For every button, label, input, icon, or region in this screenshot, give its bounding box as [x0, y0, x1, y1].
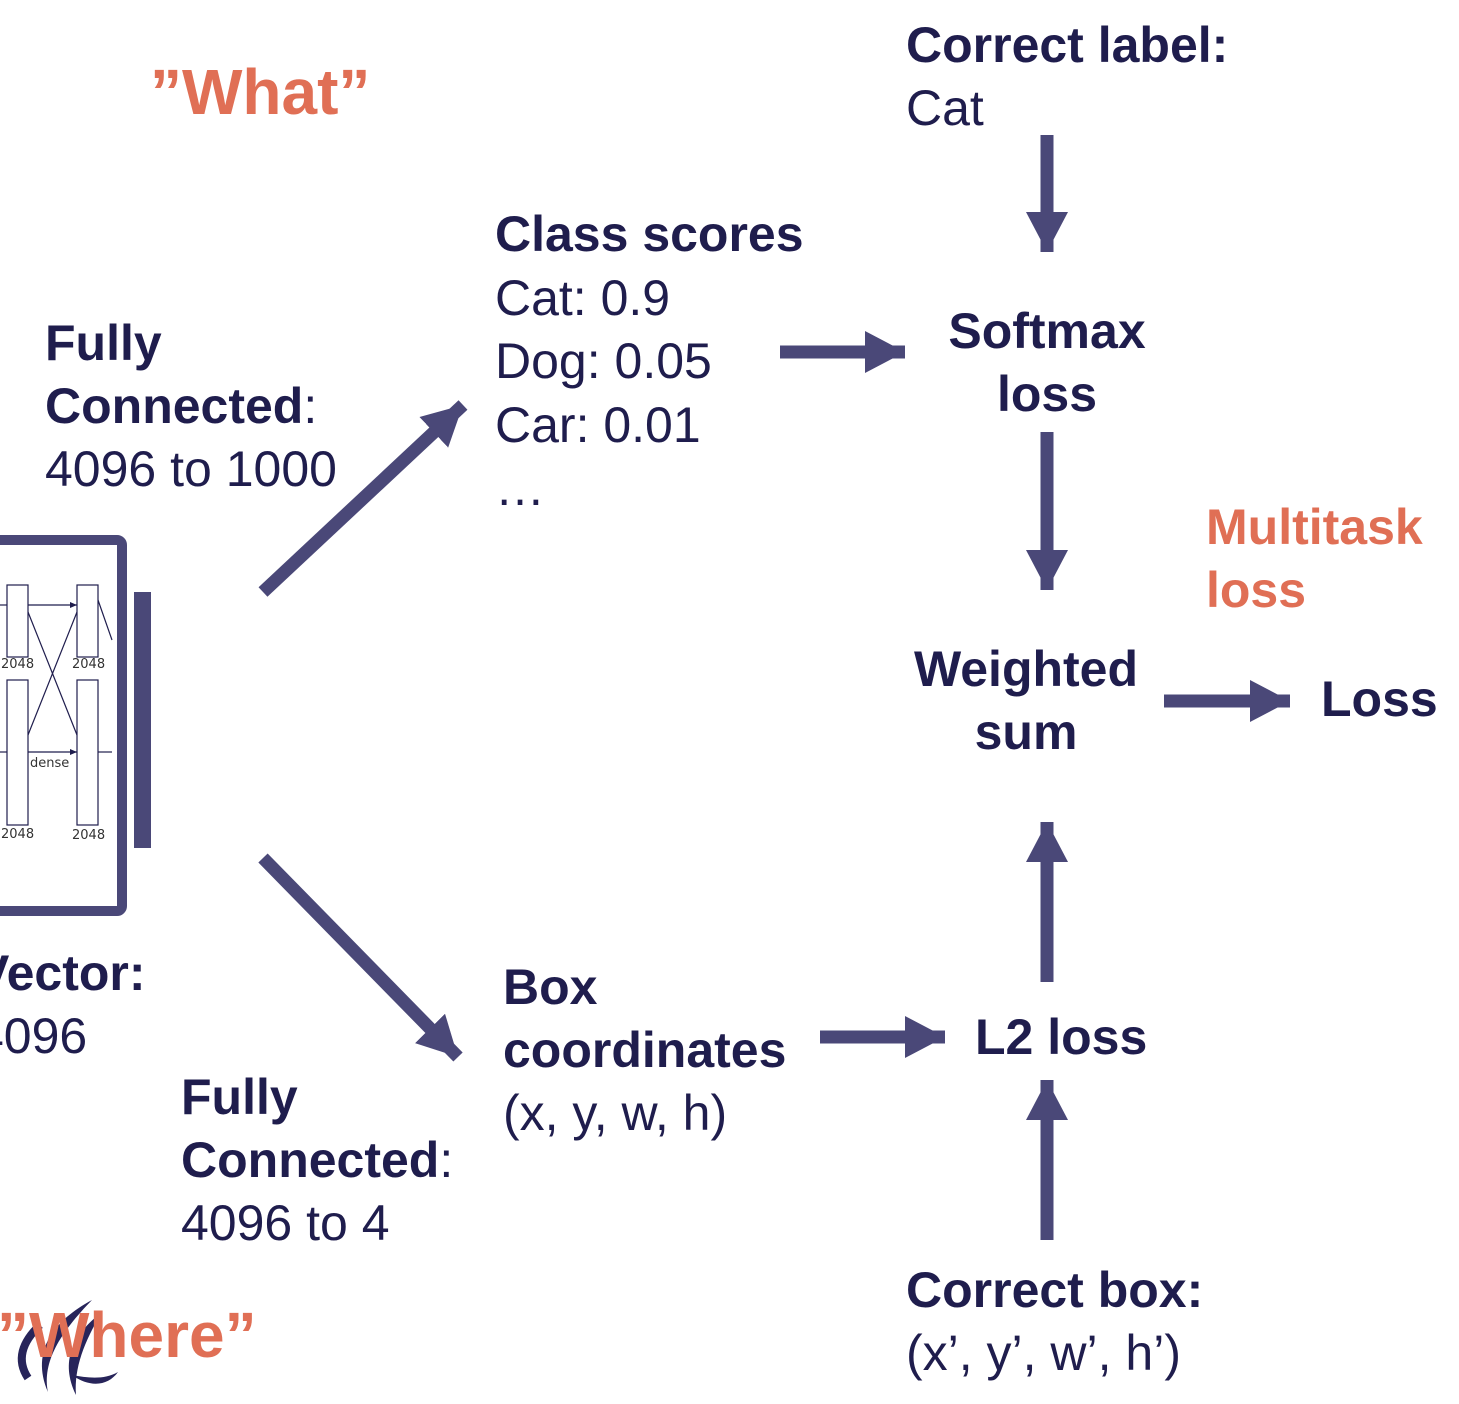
- softmax-loss-line-2: loss: [996, 366, 1098, 422]
- university-logo-icon: [17, 1300, 118, 1395]
- arrow-fc-to-class-scores: [258, 400, 468, 597]
- weighted-sum-node: Weighted sum: [876, 638, 1176, 764]
- fc-bottom-title-1: Fully: [181, 1069, 298, 1125]
- dim-label: 2048: [72, 657, 105, 672]
- softmax-loss-node: Softmax loss: [897, 300, 1197, 426]
- dim-label: 2048: [1, 657, 34, 672]
- fc-bottom-label: Fully Connected: 4096 to 4: [181, 1066, 453, 1255]
- l2-loss-node: L2 loss: [975, 1009, 1148, 1065]
- multitask-loss-line-1: Multitask: [1206, 499, 1423, 555]
- correct-box-block: Correct box: (x’, y’, w’, h’): [906, 1259, 1203, 1385]
- fc-top-title-1: Fully: [45, 315, 162, 371]
- vector-label: Vector: 4096: [0, 942, 146, 1068]
- multitask-loss-line-2: loss: [1206, 562, 1307, 618]
- what-label: ”What”: [150, 56, 371, 128]
- correct-label-title: Correct label:: [906, 17, 1229, 73]
- fc-bottom-title-2: Connected: [181, 1132, 440, 1188]
- correct-box-title: Correct box:: [906, 1262, 1204, 1318]
- fc-top-detail: 4096 to 1000: [45, 441, 337, 497]
- class-score-item: …: [495, 460, 545, 516]
- vector-value: 4096: [0, 1008, 88, 1064]
- box-coordinates-block: Box coordinates (x, y, w, h): [503, 956, 786, 1145]
- box-coordinates-value: (x, y, w, h): [503, 1085, 728, 1141]
- weighted-sum-line-2: sum: [974, 704, 1078, 760]
- where-label: ”Where”: [0, 1299, 257, 1371]
- correct-label-block: Correct label: Cat: [906, 14, 1228, 140]
- loss-node: Loss: [1321, 671, 1438, 727]
- fc-top-label: Fully Connected: 4096 to 1000: [45, 312, 337, 501]
- fc-top-title-2: Connected: [45, 378, 304, 434]
- dense-label: dense: [30, 756, 69, 771]
- correct-box-value: (x’, y’, w’, h’): [906, 1325, 1181, 1381]
- multitask-loss-label: Multitask loss: [1206, 496, 1423, 622]
- weighted-sum-line-1: Weighted: [913, 641, 1139, 697]
- box-coordinates-title-2: coordinates: [503, 1022, 787, 1078]
- class-scores-title: Class scores: [495, 206, 804, 262]
- fc-bottom-detail: 4096 to 4: [181, 1195, 390, 1251]
- class-scores-block: Class scores Cat: 0.9 Dog: 0.05 Car: 0.0…: [495, 203, 804, 521]
- cnn-network-figure: 2048 2048 dense 2048 2048: [0, 535, 151, 916]
- dim-label: 2048: [1, 827, 34, 842]
- correct-label-value: Cat: [906, 80, 984, 136]
- softmax-loss-line-1: Softmax: [948, 303, 1146, 359]
- arrow-fc-to-box-coordinates: [258, 853, 463, 1062]
- fc-top-colon: :: [303, 378, 318, 434]
- class-score-item: Cat: 0.9: [495, 269, 671, 326]
- dim-label: 2048: [72, 828, 105, 843]
- box-coordinates-title-1: Box: [503, 959, 598, 1015]
- fc-bottom-colon: :: [439, 1132, 454, 1188]
- class-score-item: Dog: 0.05: [495, 333, 712, 389]
- class-score-item: Car: 0.01: [495, 396, 701, 453]
- vector-title: Vector:: [0, 945, 146, 1001]
